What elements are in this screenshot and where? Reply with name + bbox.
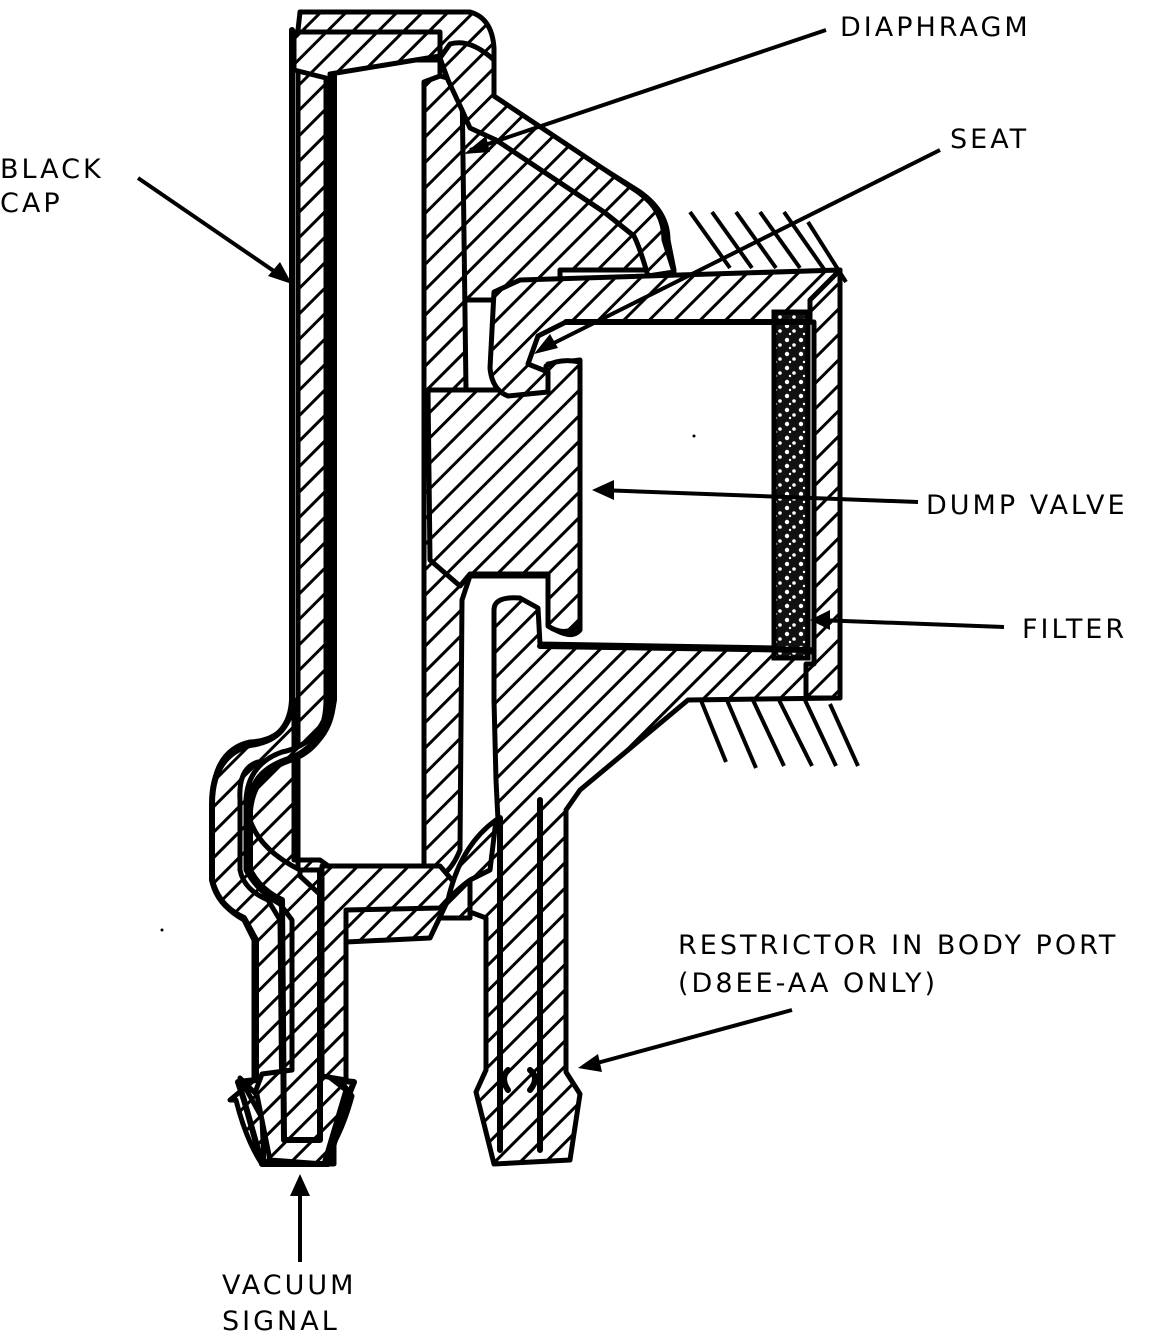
label-dump-valve: DUMP VALVE [926, 490, 1128, 521]
label-diaphragm: DIAPHRAGM [840, 12, 1031, 43]
label-black-cap-line1: BLACK [0, 154, 104, 185]
print-speck [160, 928, 164, 932]
cap-channel-outline [209, 27, 443, 1167]
filter-element [771, 309, 811, 661]
print-speck [692, 434, 696, 438]
label-seat: SEAT [950, 124, 1029, 155]
mounting-wall-lower [698, 697, 860, 769]
label-vacuum-line2: SIGNAL [222, 1306, 340, 1334]
diaphragm [437, 40, 677, 279]
label-restrictor-line2: (D8EE-AA ONLY) [678, 968, 938, 999]
label-vacuum-line1: VACUUM [222, 1270, 356, 1301]
outlet-port-channel [497, 797, 543, 1153]
label-black-cap-line2: CAP [0, 188, 63, 219]
filter-frame-bottom [537, 643, 813, 653]
valve-body-lower [467, 595, 843, 1167]
label-restrictor-line1: RESTRICTOR IN BODY PORT [678, 930, 1118, 961]
dump-valve-poppet [425, 358, 583, 634]
restrictor [501, 1067, 538, 1093]
cap-inner-channel [247, 73, 337, 1143]
label-filter: FILTER [1022, 614, 1127, 645]
cross-passage-inner [343, 817, 499, 945]
leader-lines [136, 28, 1005, 1262]
filter-housing [803, 267, 843, 701]
